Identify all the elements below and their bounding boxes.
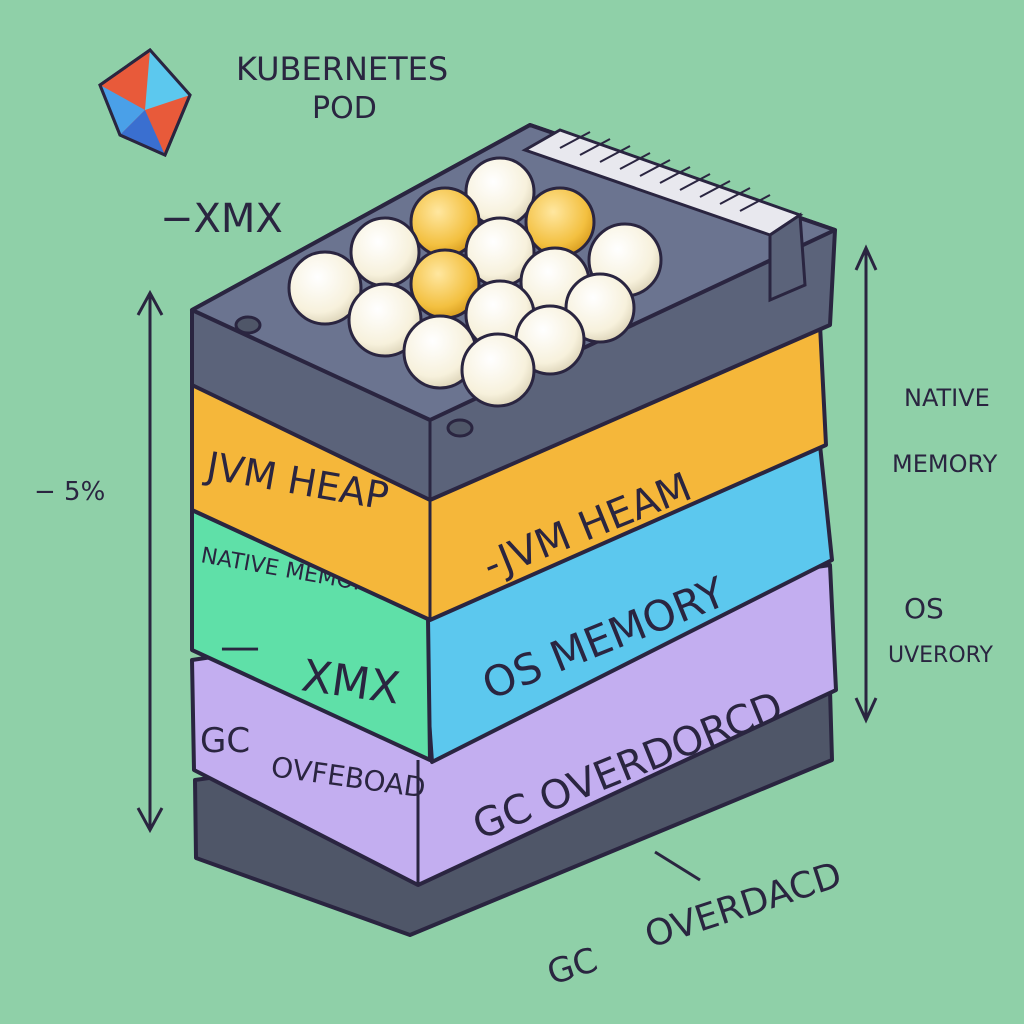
logo-title: KUBERNETES <box>236 50 448 88</box>
heap-object <box>460 332 536 408</box>
heap-object <box>287 250 363 326</box>
heap-object <box>349 216 421 288</box>
heap-objects <box>287 156 663 408</box>
os-label-line1: OS <box>904 592 944 625</box>
xmx-label: −XMX <box>160 196 283 242</box>
native-label-line1: NATIVE <box>904 384 990 412</box>
left-arrow <box>136 289 164 834</box>
native-label-line2: MEMORY <box>892 450 998 478</box>
logo-subtitle: POD <box>312 91 377 126</box>
gc-pointer-line <box>654 850 701 882</box>
gc-bottom-label-a: GC <box>542 940 602 994</box>
gc-layer-label-a: GC <box>200 721 250 761</box>
percent-label: − 5% <box>34 477 105 507</box>
right-arrow <box>854 244 878 724</box>
heap-object <box>564 272 636 344</box>
kubernetes-pod-icon <box>98 48 192 157</box>
gc-bottom-label-b: OVERDACD <box>640 855 847 957</box>
native-layer-dash: — <box>220 624 260 670</box>
heap-object <box>524 186 596 258</box>
os-label-line2: UVERORY <box>888 643 994 668</box>
